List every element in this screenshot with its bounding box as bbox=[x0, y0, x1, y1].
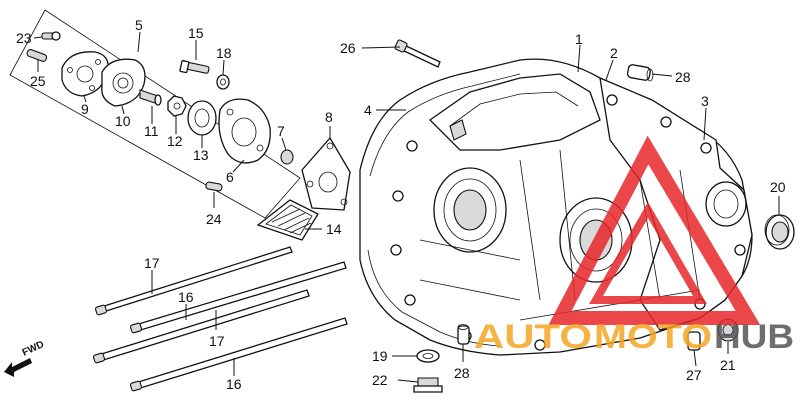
callout-16-a: 16 bbox=[178, 289, 194, 305]
watermark-moto-text: MOTO bbox=[594, 318, 712, 356]
callout-4: 4 bbox=[364, 102, 372, 118]
watermark-inner-triangle-icon bbox=[589, 202, 707, 304]
callout-8: 8 bbox=[325, 109, 333, 125]
cover-10 bbox=[101, 58, 146, 107]
drain-bolt-22 bbox=[413, 377, 443, 393]
gasket-8 bbox=[301, 136, 351, 211]
callout-10: 10 bbox=[115, 113, 131, 129]
callout-16-b: 16 bbox=[226, 376, 242, 392]
bolt-26 bbox=[394, 39, 441, 68]
callout-23: 23 bbox=[16, 30, 32, 46]
callout-22: 22 bbox=[372, 372, 388, 388]
dowel-28-lower bbox=[457, 324, 470, 345]
callout-3: 3 bbox=[701, 93, 709, 109]
stud-16a bbox=[129, 261, 347, 334]
callout-26: 26 bbox=[340, 40, 356, 56]
callout-11: 11 bbox=[144, 123, 159, 139]
screw-23 bbox=[41, 31, 61, 41]
dowel-24 bbox=[205, 181, 223, 192]
automotohub-watermark: AUTO MOTO HUB bbox=[474, 135, 794, 356]
dowel-28-upper bbox=[626, 64, 654, 82]
bolt-15 bbox=[179, 60, 210, 74]
oil-pump-frame bbox=[9, 9, 301, 219]
callout-20: 20 bbox=[770, 179, 786, 195]
callout-6: 6 bbox=[226, 169, 234, 185]
callout-15: 15 bbox=[188, 25, 204, 41]
stud-17b bbox=[92, 289, 310, 364]
callout-24: 24 bbox=[206, 211, 222, 227]
callout-28-a: 28 bbox=[675, 69, 691, 85]
forward-direction-arrow: FWD bbox=[4, 339, 46, 377]
oil-seal-20 bbox=[764, 214, 795, 250]
watermark-auto-text: AUTO bbox=[474, 318, 592, 356]
callout-14: 14 bbox=[326, 221, 342, 237]
callout-18: 18 bbox=[216, 45, 232, 61]
callout-21: 21 bbox=[720, 357, 736, 373]
dowel-25 bbox=[26, 49, 48, 62]
outer-rotor-13 bbox=[187, 100, 217, 136]
callout-12: 12 bbox=[167, 133, 183, 149]
stud-17a bbox=[94, 246, 293, 316]
callout-2: 2 bbox=[610, 45, 618, 61]
pump-body-6 bbox=[218, 98, 271, 164]
callout-19: 19 bbox=[372, 348, 388, 364]
bearing-hole bbox=[705, 181, 747, 227]
callout-1: 1 bbox=[575, 31, 583, 47]
callout-13: 13 bbox=[193, 147, 209, 163]
inner-rotor-12 bbox=[167, 95, 187, 117]
callout-27: 27 bbox=[686, 367, 702, 383]
oil-strainer-14 bbox=[256, 199, 319, 241]
callout-28-b: 28 bbox=[454, 365, 470, 381]
callout-25: 25 bbox=[30, 73, 46, 89]
stud-16b bbox=[129, 317, 348, 392]
leader-lines bbox=[33, 31, 780, 383]
washer-19 bbox=[416, 349, 440, 363]
seal-7 bbox=[280, 149, 294, 165]
washer-18 bbox=[216, 74, 230, 90]
pin-11 bbox=[139, 89, 162, 106]
callout-17-a: 17 bbox=[144, 255, 160, 271]
watermark-triangle-icon bbox=[548, 135, 761, 325]
callout-5: 5 bbox=[135, 17, 143, 33]
oil-pump-group bbox=[9, 9, 301, 219]
callout-9: 9 bbox=[81, 101, 89, 117]
callout-7: 7 bbox=[277, 123, 285, 139]
forward-label: FWD bbox=[21, 339, 46, 359]
callout-labels: 1 2 3 4 5 6 7 8 9 10 11 12 13 14 15 16 1… bbox=[16, 17, 786, 392]
watermark-hub-text: HUB bbox=[714, 318, 794, 356]
stud-bolts bbox=[92, 246, 348, 392]
callout-17-b: 17 bbox=[209, 333, 225, 349]
